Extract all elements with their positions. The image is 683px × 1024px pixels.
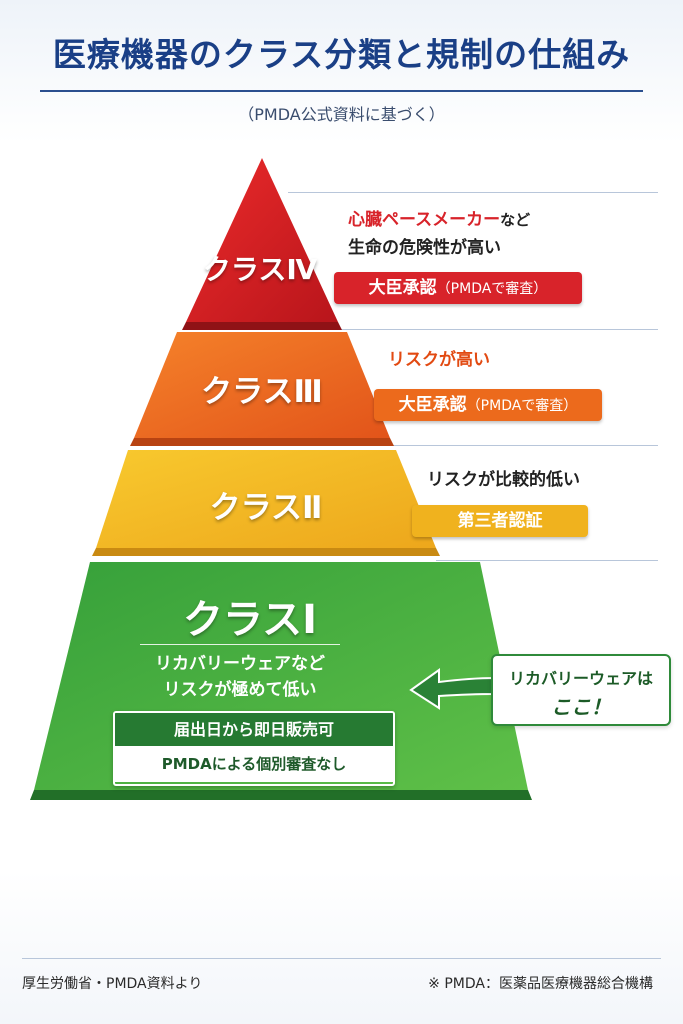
pyramid-tier-class4 xyxy=(182,158,342,330)
class3-badge-sub: （PMDAで審査） xyxy=(466,398,578,414)
class3-risk-text: リスクが高い xyxy=(388,350,490,370)
guide-line-class4-top xyxy=(288,192,658,193)
page-title: 医療機器のクラス分類と規制の仕組み xyxy=(52,35,631,74)
class2-risk-text: リスクが比較的低い xyxy=(427,470,580,490)
class1-risk-text: リスクが極めて低い xyxy=(163,680,317,700)
class4-approval-badge: 大臣承認（PMDAで審査） xyxy=(334,272,582,304)
class1-example: リカバリーウェアなど xyxy=(155,654,325,674)
class3-badge-main: 大臣承認 xyxy=(398,395,467,415)
class4-label: クラスⅣ xyxy=(202,253,318,286)
class1-box-title: 届出日から即日販売可 xyxy=(115,713,393,746)
footer-divider xyxy=(22,958,661,959)
class4-badge-sub: （PMDAで審査） xyxy=(436,281,548,297)
class1-label: クラスⅠ xyxy=(182,597,318,643)
guide-line-class2-bottom xyxy=(436,560,658,561)
callout-line2: ここ！ xyxy=(551,695,611,719)
recovery-wear-callout: リカバリーウェアは ここ！ xyxy=(491,654,671,726)
class4-risk-text: 生命の危険性が高い xyxy=(348,238,501,258)
guide-line-class3-bottom xyxy=(392,445,658,446)
footer-source: 厚生労働省・PMDA資料より xyxy=(22,976,203,992)
page-subtitle: （PMDA公式資料に基づく） xyxy=(238,105,445,124)
pyramid-tier-class2 xyxy=(92,450,440,556)
class2-label: クラスⅡ xyxy=(209,490,323,526)
class4-example-suffix: など xyxy=(500,211,531,229)
title-underline xyxy=(40,90,643,92)
class1-notification-box: 届出日から即日販売可 PMDAによる個別審査なし xyxy=(113,711,395,786)
class2-certification-badge: 第三者認証 xyxy=(412,505,588,537)
guide-line-class4-bottom xyxy=(340,329,658,330)
class3-approval-badge: 大臣承認（PMDAで審査） xyxy=(374,389,602,421)
class1-note: リカバリーウェアなど リスクが極めて低い xyxy=(100,651,380,703)
class3-label: クラスⅢ xyxy=(201,374,323,410)
arrow-left-icon xyxy=(409,668,496,710)
class4-note: 心臓ペースメーカーなど 生命の危険性が高い xyxy=(348,206,530,262)
class1-divider xyxy=(140,644,340,645)
class4-badge-main: 大臣承認 xyxy=(368,278,437,298)
class4-example: 心臓ペースメーカー xyxy=(348,210,501,230)
callout-line1: リカバリーウェアは xyxy=(508,669,653,688)
footer-note: ※ PMDA：医薬品医療機器総合機構 xyxy=(428,976,653,992)
class1-box-detail: PMDAによる個別審査なし xyxy=(115,746,393,782)
pyramid-tier-class3 xyxy=(130,332,394,446)
